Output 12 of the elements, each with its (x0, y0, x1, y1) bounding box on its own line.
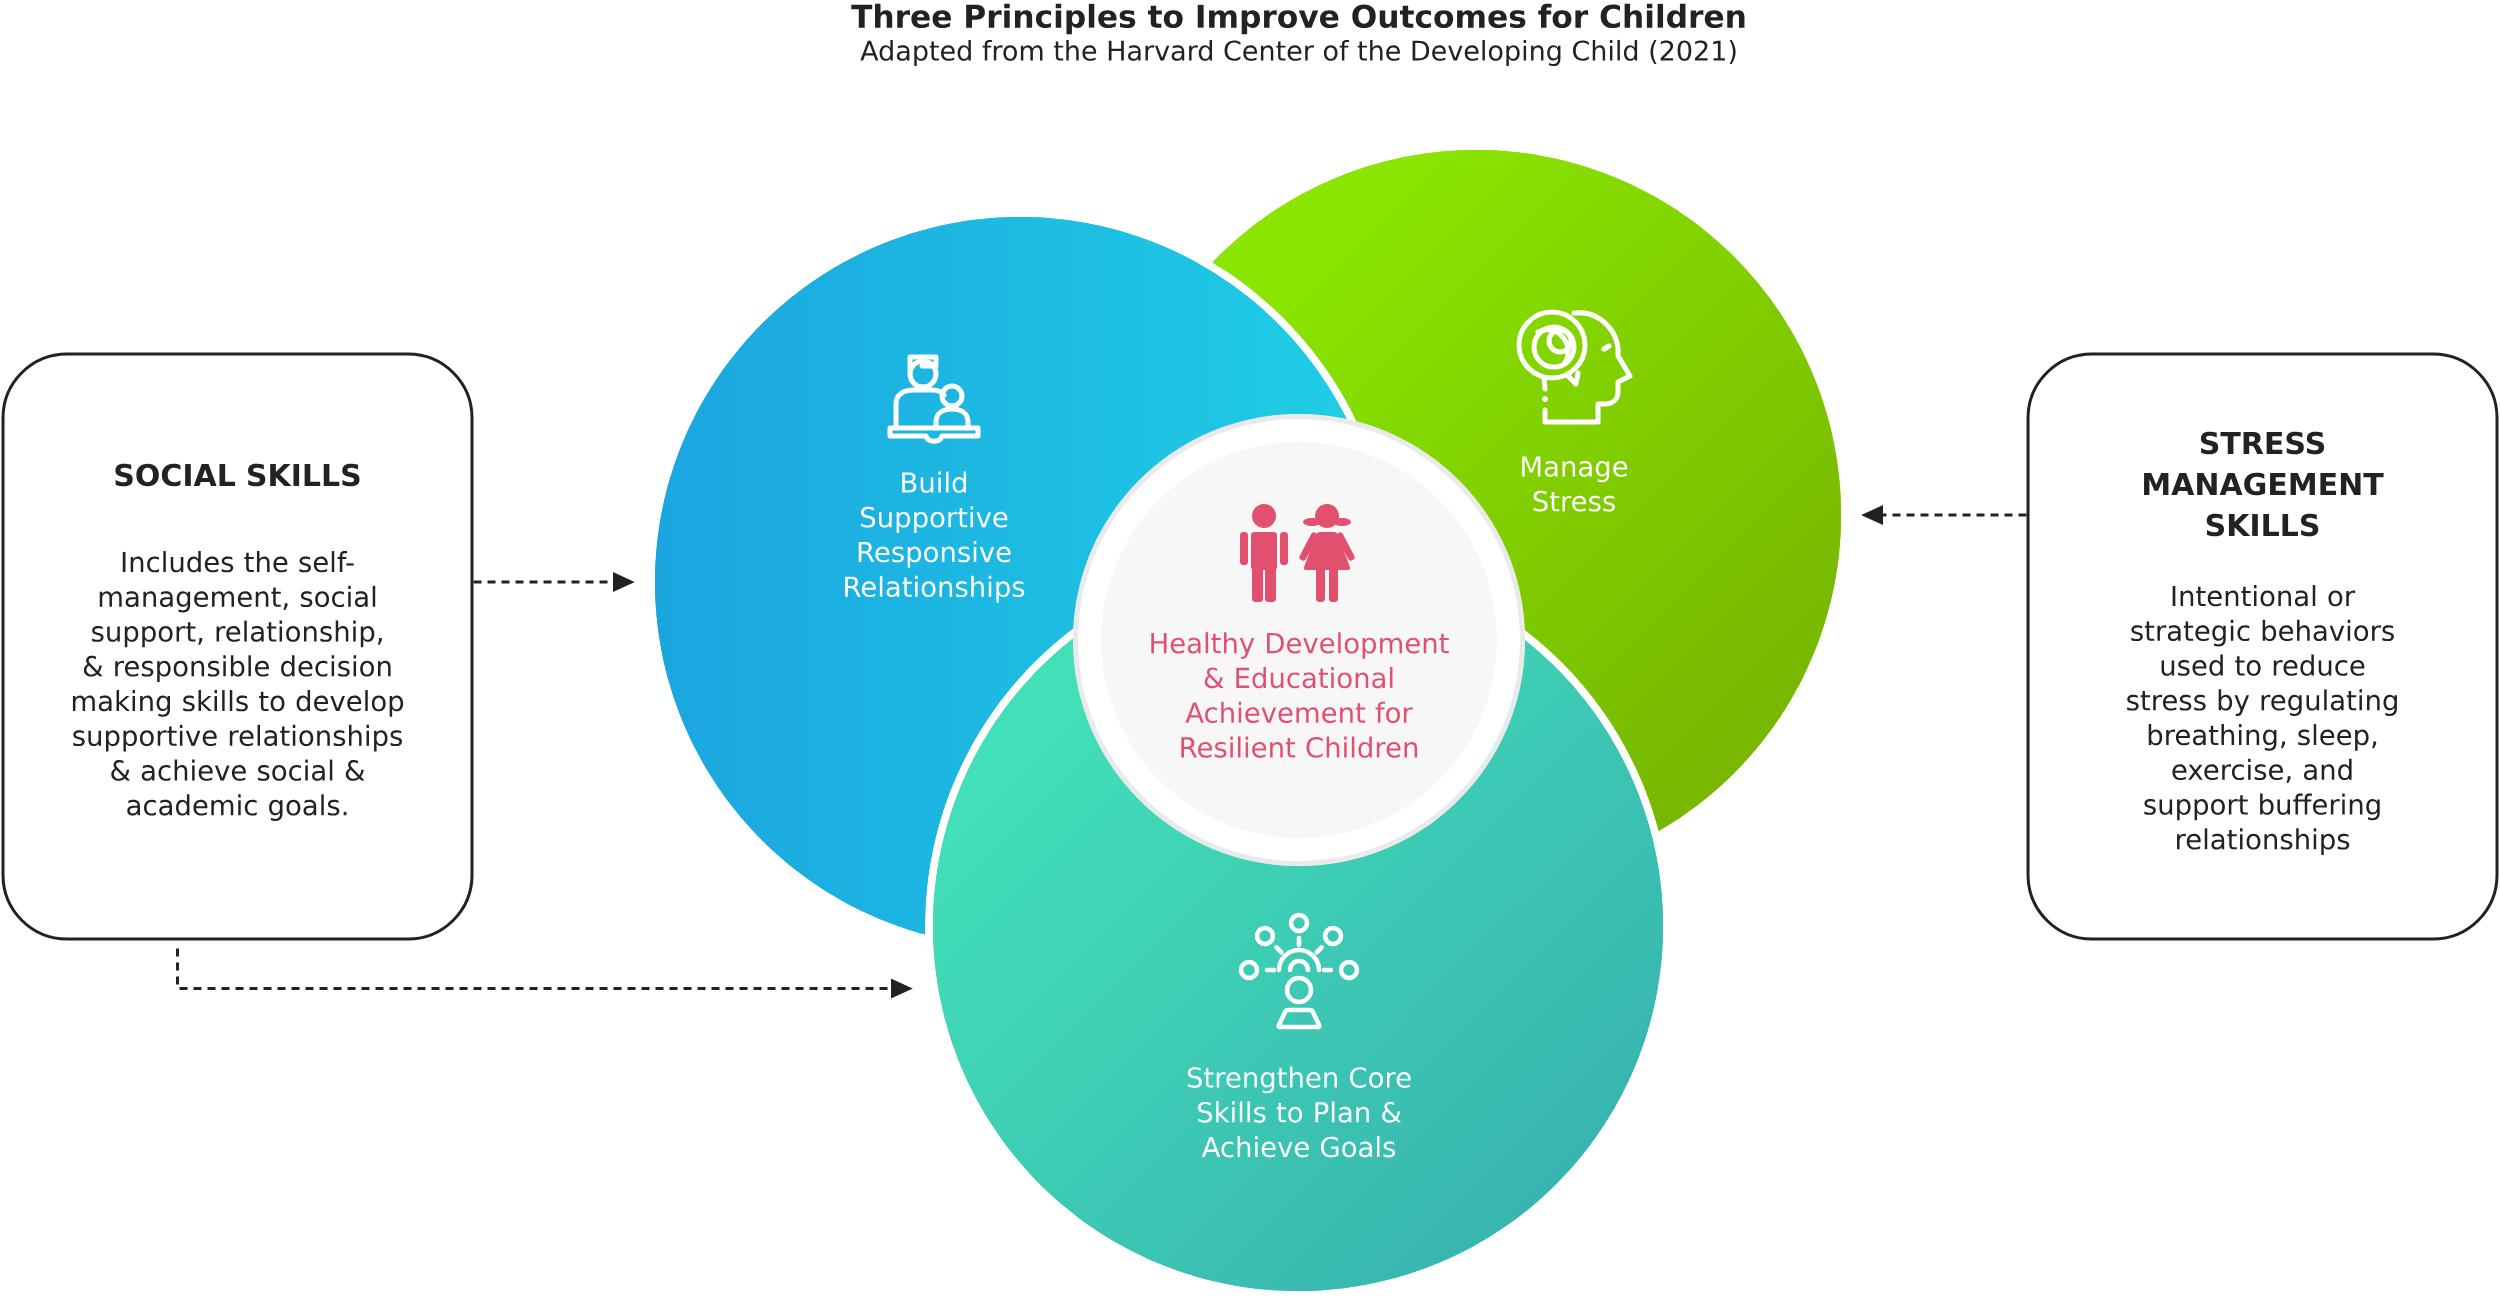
box-text: Intentional or strategic behaviors used to reduce stress by regulating breathing, sleep, exercise, and support buffering relationships (2127, 585, 2397, 855)
subtitle: Adapted from the Harvard Center of the Developing Child (2021) (860, 39, 1736, 67)
title: Three Principles to Improve Outcomes for Children (851, 3, 1745, 35)
text-box (1, 352, 474, 941)
text-box (2026, 352, 2499, 941)
circle-label: Healthy Development & Educational Achievement for Resilient Children (1151, 632, 1449, 758)
box-text: Includes the self-management, social support, relationship, & responsible decision making skills to develop supportive relationships & achieve social & academic goals. (72, 551, 404, 821)
circle-label: Build Supportive Responsive Relationships (845, 471, 1025, 603)
circle-label: Strengthen Core Skills to Plan & Achieve Goals (1187, 1066, 1411, 1158)
box-heading: SOCIAL SKILLS (115, 463, 360, 487)
circle-label: Manage Stress (1522, 456, 1628, 512)
box-heading: STRESS MANAGEMENT SKILLS (2144, 431, 2384, 537)
